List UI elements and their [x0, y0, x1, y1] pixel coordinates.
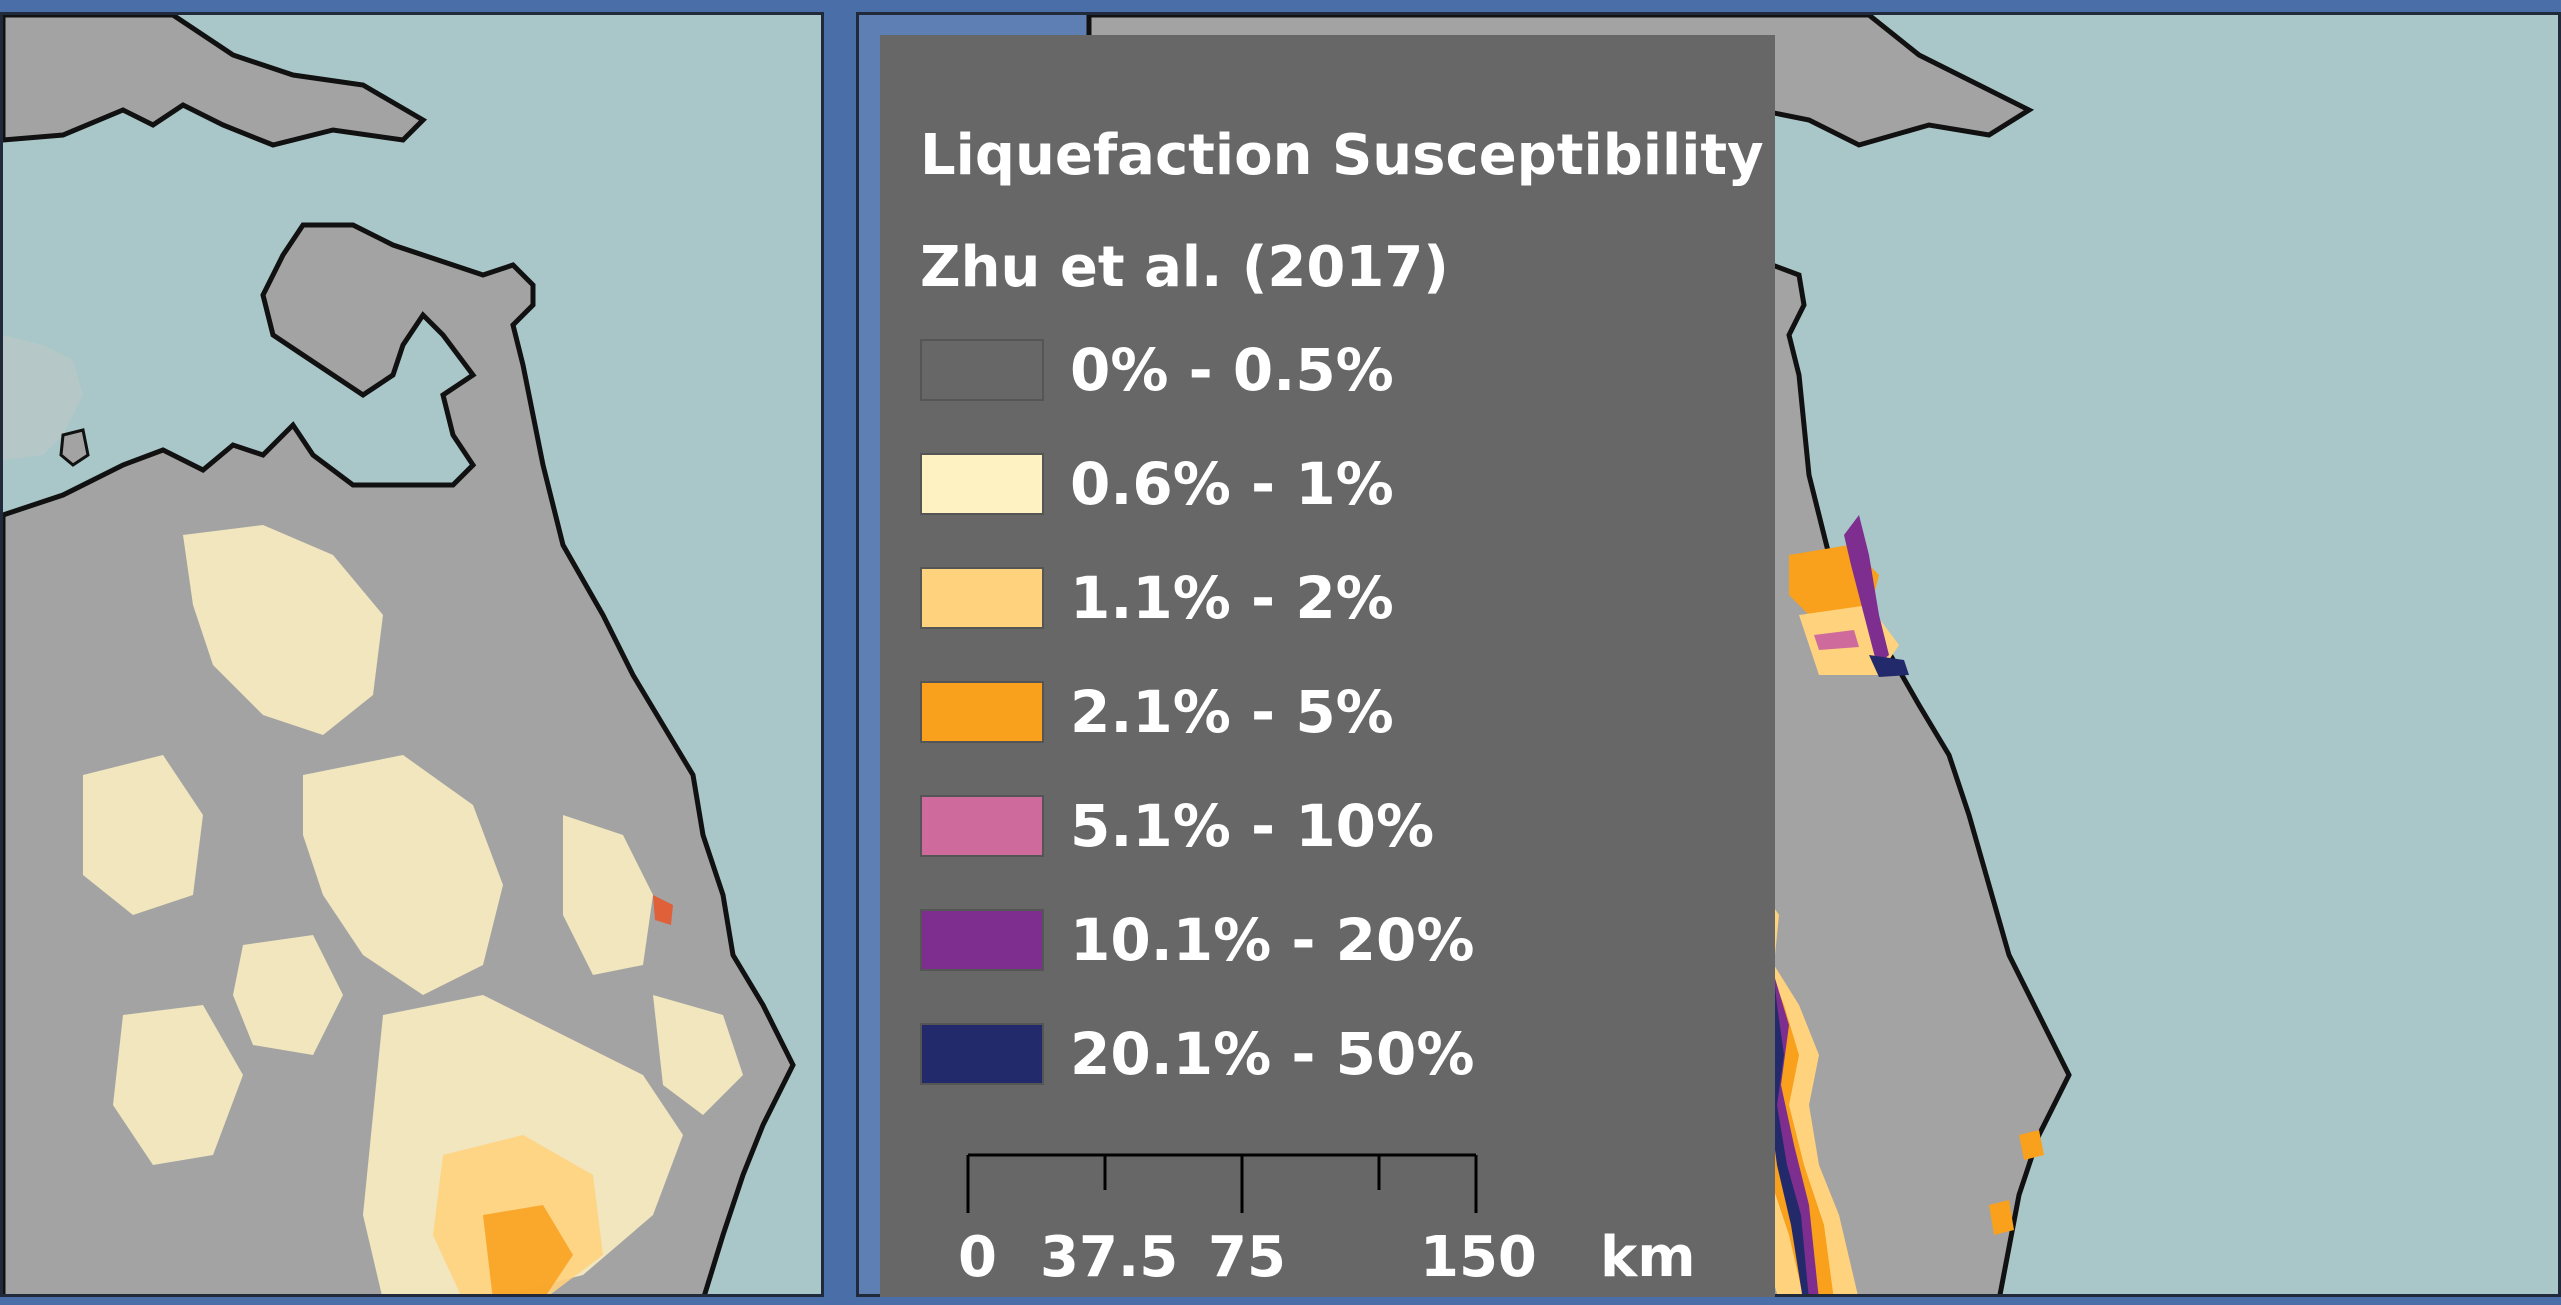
legend-swatch	[920, 681, 1044, 743]
small-island	[59, 428, 90, 467]
legend-item: 2.1% - 5%	[920, 655, 1475, 769]
left-map-panel	[0, 12, 824, 1297]
legend-swatch	[920, 339, 1044, 401]
legend-item: 20.1% - 50%	[920, 997, 1475, 1111]
legend-swatch	[920, 1023, 1044, 1085]
legend-item-label: 20.1% - 50%	[1070, 1020, 1475, 1088]
legend-title: Liquefaction Susceptibility	[920, 123, 1764, 188]
legend-item: 1.1% - 2%	[920, 541, 1475, 655]
legend-item: 5.1% - 10%	[920, 769, 1475, 883]
left-map	[3, 15, 821, 1294]
legend-item: 10.1% - 20%	[920, 883, 1475, 997]
legend-item-label: 5.1% - 10%	[1070, 792, 1435, 860]
legend-subtitle: Zhu et al. (2017)	[920, 235, 1449, 300]
western-lagoon	[3, 335, 83, 460]
scale-label: 75	[1208, 1225, 1286, 1290]
scale-bar-graphic	[966, 1153, 1478, 1213]
scale-label: 0	[958, 1225, 997, 1290]
scale-label: 150	[1420, 1225, 1537, 1290]
northern-peninsula	[3, 15, 428, 148]
legend-swatch	[920, 453, 1044, 515]
legend-swatch	[920, 909, 1044, 971]
legend-item-label: 0% - 0.5%	[1070, 336, 1394, 404]
legend-items: 0% - 0.5% 0.6% - 1% 1.1% - 2% 2.1% - 5% …	[920, 313, 1475, 1111]
legend-item: 0% - 0.5%	[920, 313, 1475, 427]
legend-item-label: 0.6% - 1%	[1070, 450, 1394, 518]
southern-coastal-patches	[1989, 1130, 2044, 1235]
legend-item-label: 2.1% - 5%	[1070, 678, 1394, 746]
scale-label: 37.5	[1040, 1225, 1179, 1290]
legend-swatch	[920, 795, 1044, 857]
susceptibility-mid-patches	[433, 895, 673, 1294]
scale-unit: km	[1600, 1225, 1696, 1290]
legend-item-label: 1.1% - 2%	[1070, 564, 1394, 632]
legend-item-label: 10.1% - 20%	[1070, 906, 1475, 974]
northeast-susceptibility-zone	[1789, 515, 1909, 677]
legend-swatch	[920, 567, 1044, 629]
legend-item: 0.6% - 1%	[920, 427, 1475, 541]
susceptibility-low-patches	[83, 525, 743, 1294]
legend-panel: Liquefaction Susceptibility Zhu et al. (…	[880, 35, 1775, 1297]
scale-bar: 0 37.5 75 150 km	[920, 1105, 1696, 1305]
